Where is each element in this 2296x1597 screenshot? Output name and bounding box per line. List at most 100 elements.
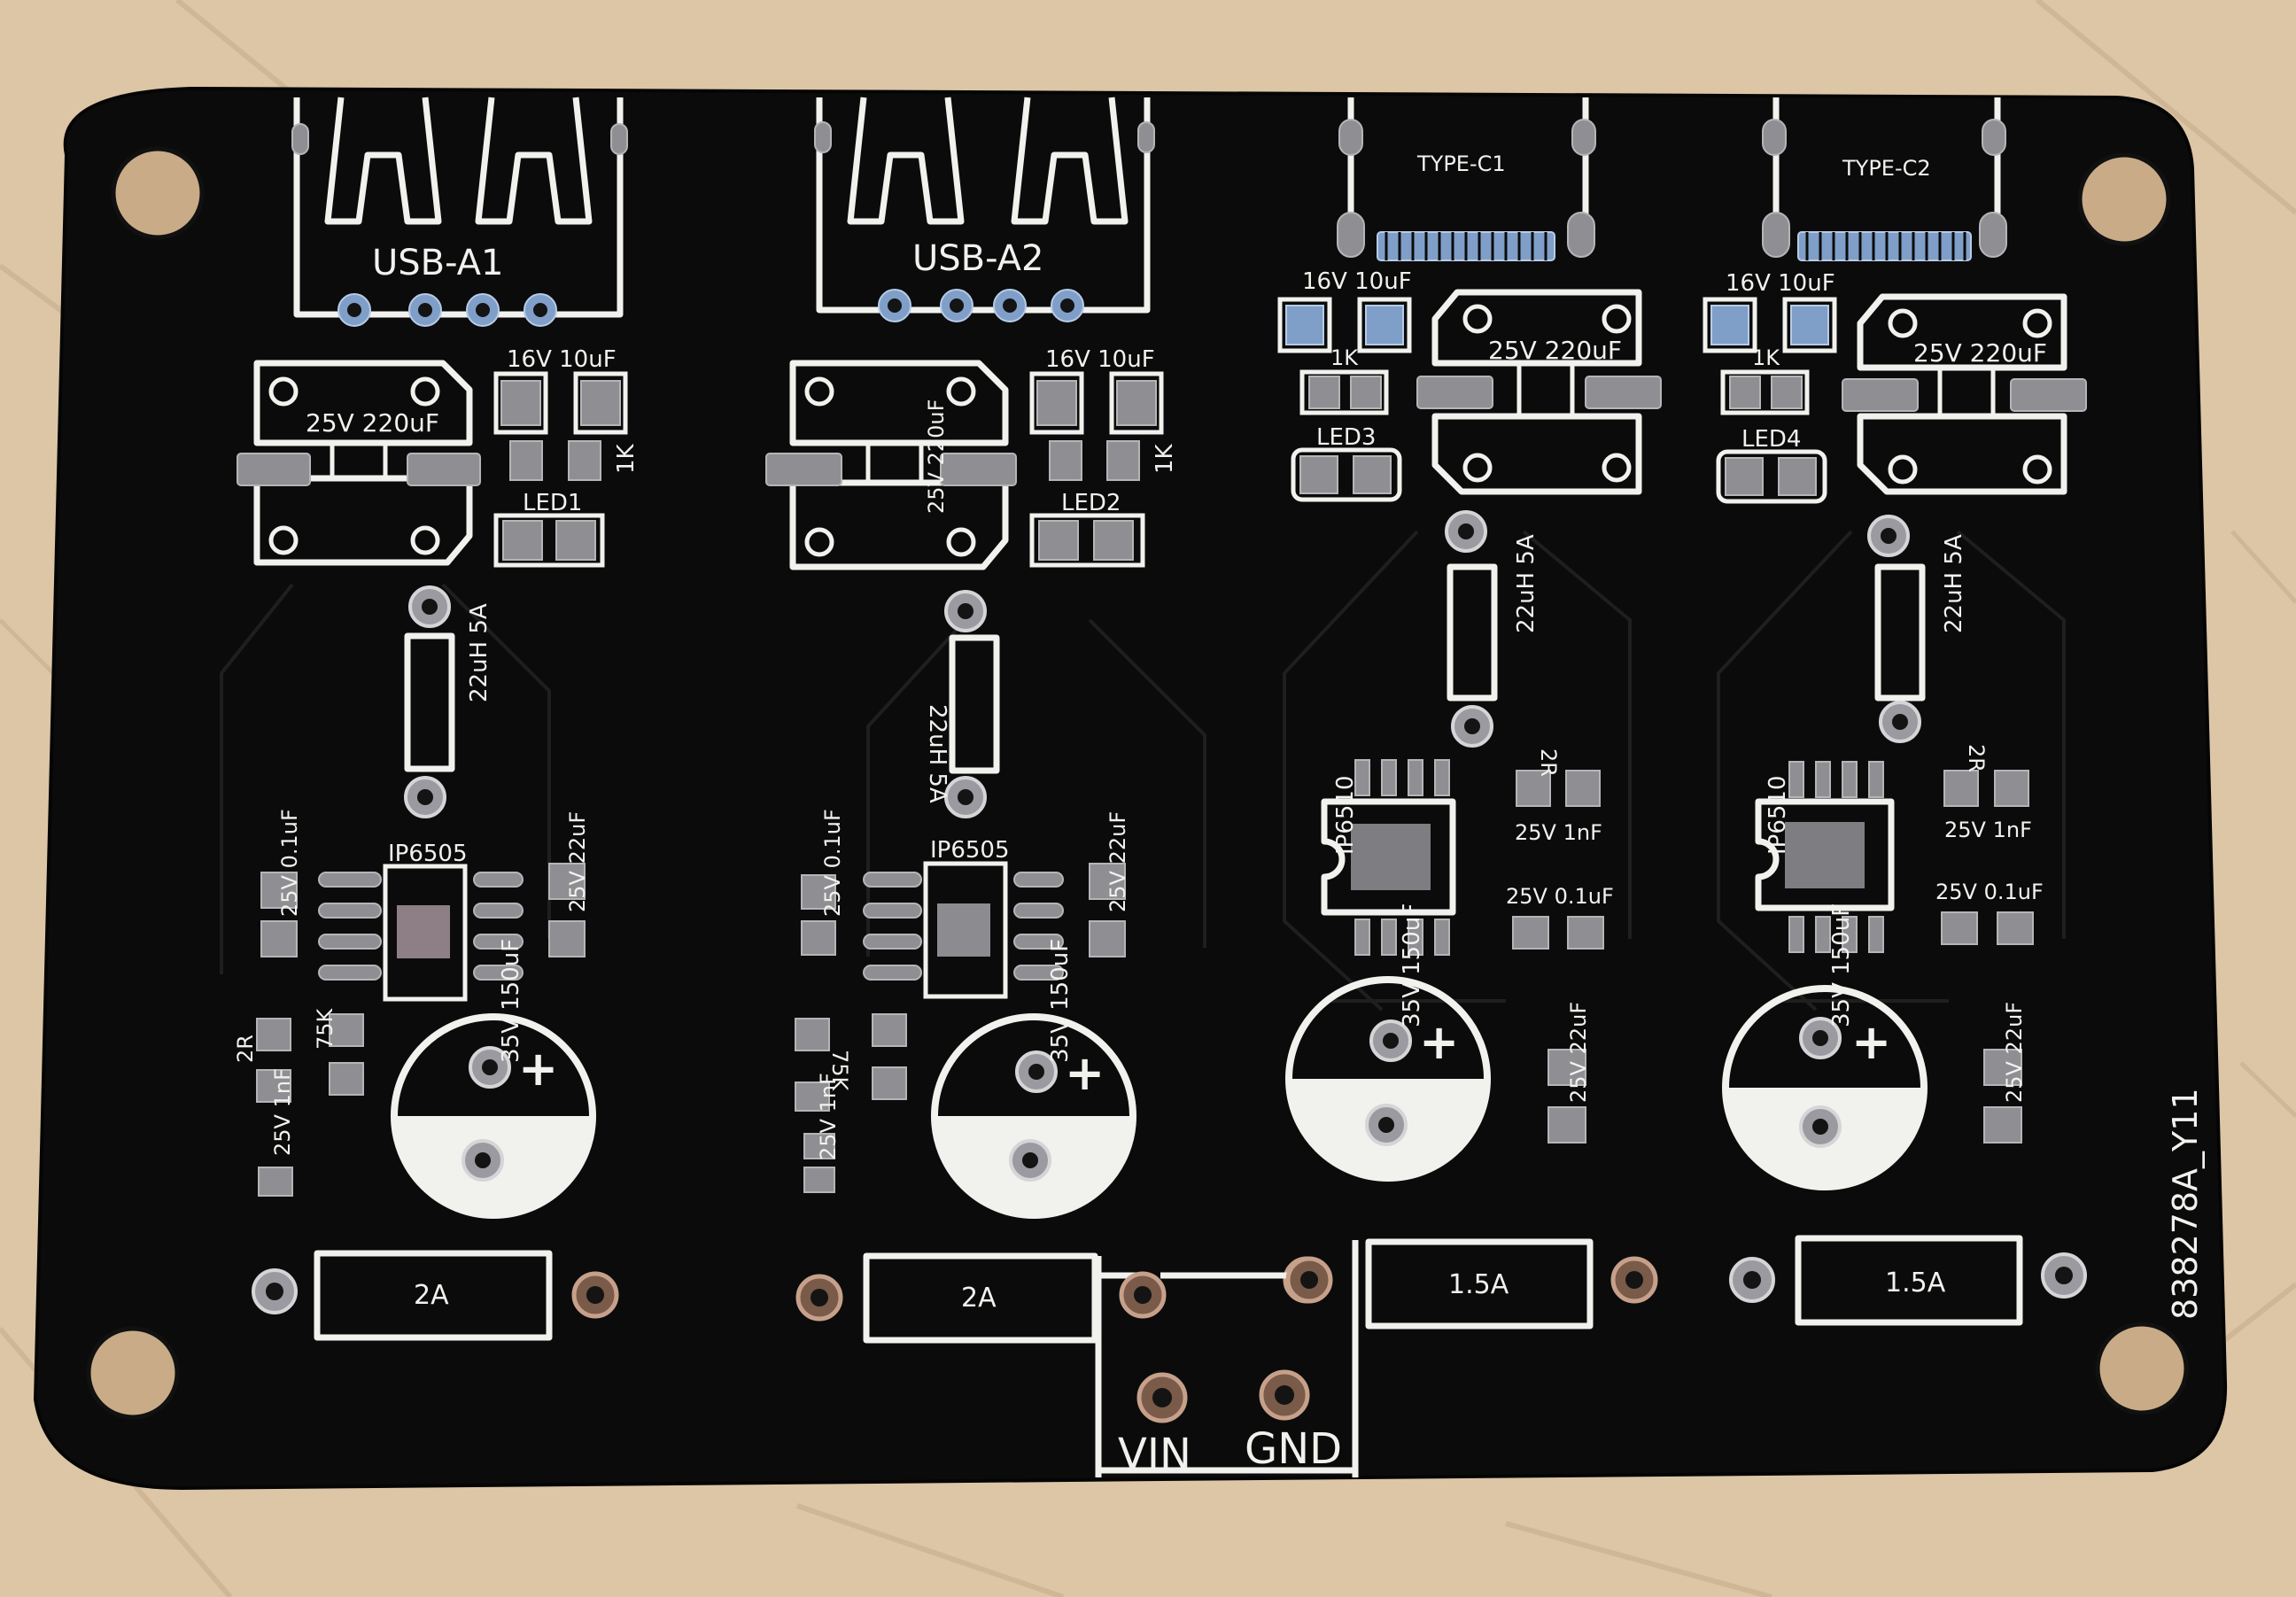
mounting-hole-bottom-left <box>86 1326 180 1420</box>
led1-label: LED1 <box>523 490 582 516</box>
cap-220uf-2-label: 25V 220uF <box>924 399 949 514</box>
type-c2-connector: TYPE-C2 <box>1762 97 2007 261</box>
inductor-1-label: 22uH 5A <box>466 603 493 702</box>
cap-0.1uf-4: 25V 0.1uF <box>1935 880 2044 945</box>
cap-10uf-2: 16V 10uF <box>1029 346 1164 435</box>
res-1k-4: 1K <box>1720 345 1810 415</box>
cap-1nf-2: 25V 1nF <box>803 1073 841 1193</box>
cap-1nf-3-label: 25V 1nF <box>1515 820 1602 845</box>
inductor-3-label: 22uH 5A <box>1513 534 1540 633</box>
ecap-4-plus: + <box>1851 1014 1891 1070</box>
cap-0.1uf-2: 25V 0.1uF <box>801 809 845 956</box>
cap-22uf-3-label: 25V 22uF <box>1566 1002 1591 1103</box>
type-c2-label: TYPE-C2 <box>1842 156 1931 181</box>
ecap-150uf-4: + 35V 150uF <box>1722 903 1928 1190</box>
type-c1-section: TYPE-C1 16V 10uF 1K LED3 <box>1277 97 1662 1330</box>
type-c1-connector: TYPE-C1 <box>1337 97 1596 261</box>
cap-1nf-4-label: 25V 1nF <box>1944 818 2032 842</box>
usb-a1-section: USB-A1 25V 220uF 16V 10uF 1K <box>233 97 640 1341</box>
cap-220uf-1-label: 25V 220uF <box>306 408 439 438</box>
cap-0.1uf-1-label: 25V 0.1uF <box>277 809 302 917</box>
cap-0.1uf-1: 25V 0.1uF <box>260 809 302 957</box>
fuse-2a-1-label: 2A <box>414 1280 449 1311</box>
type-c2-section: TYPE-C2 16V 10uF 1K LED4 <box>1703 97 2087 1326</box>
cap-22uf-1-label: 25V 22uF <box>565 811 590 912</box>
ecap-3-label: 35V 150uF <box>1399 903 1425 1027</box>
led3-label: LED3 <box>1316 424 1376 451</box>
board-id-label: 838278A_Y11 <box>2166 1088 2205 1320</box>
fuse-1.5a-2-label: 1.5A <box>1885 1268 1946 1299</box>
res-2r-4: 2R <box>1943 744 2029 807</box>
ic-ip6510-1-label: IP6510 <box>1332 775 1359 855</box>
fuse-2a-2-label: 2A <box>961 1283 997 1314</box>
usb-a2-connector: USB-A2 <box>814 97 1155 322</box>
cap-0.1uf-3: 25V 0.1uF <box>1506 884 1614 950</box>
ecap-4-label: 35V 150uF <box>1828 903 1855 1027</box>
cap-22uf-2-label: 25V 22uF <box>1105 811 1130 912</box>
cap-0.1uf-3-label: 25V 0.1uF <box>1506 884 1614 909</box>
res-2r-75k-2: 75K <box>795 1013 907 1112</box>
inductor-2: 22uH 5A <box>924 590 1000 818</box>
ecap-150uf-1: + 35V 150uF <box>391 939 596 1219</box>
res-1k-2: 1K <box>1049 440 1178 481</box>
fuse-2a-2: 2A <box>795 1252 1098 1344</box>
mounting-hole-top-left <box>111 146 205 240</box>
cap-22uf-1: 25V 22uF <box>548 811 590 957</box>
ecap-1-label: 35V 150uF <box>498 939 524 1063</box>
inductor-1: 22uH 5A <box>404 585 493 818</box>
cap-0.1uf-2-label: 25V 0.1uF <box>820 809 845 917</box>
vin-label: VIN <box>1118 1430 1191 1479</box>
ic-ip6505-1: IP6505 <box>318 841 524 1002</box>
led2-label: LED2 <box>1061 490 1121 516</box>
ecap-1-plus: + <box>518 1041 558 1097</box>
inductor-4-label: 22uH 5A <box>1941 534 1967 633</box>
cap-10uf-2-label: 16V 10uF <box>1045 346 1155 373</box>
type-c1-label: TYPE-C1 <box>1416 151 1506 176</box>
ecap-150uf-2: + 35V 150uF <box>931 939 1136 1219</box>
cap-1nf-2-label: 25V 1nF <box>816 1073 841 1160</box>
cap-1nf-3: 25V 1nF <box>1515 820 1602 845</box>
cap-220uf-1: 25V 220uF <box>237 360 481 566</box>
cap-10uf-4-label: 16V 10uF <box>1726 270 1835 297</box>
cap-10uf-3-label: 16V 10uF <box>1302 268 1412 295</box>
mounting-hole-bottom-right <box>2095 1322 2189 1415</box>
cap-220uf-3: 25V 220uF <box>1416 289 1662 495</box>
cap-10uf-1: 16V 10uF <box>493 346 628 435</box>
ic-ip6505-2: IP6505 <box>863 837 1064 999</box>
res-75k-2-label: 75K <box>827 1050 852 1092</box>
res-75k-1-label: 75K <box>313 1007 337 1050</box>
copper-traces <box>220 530 2066 1012</box>
inductor-4: 22uH 5A <box>1867 515 1967 743</box>
usb-a1-connector: USB-A1 <box>291 97 628 327</box>
cap-1nf-4: 25V 1nF <box>1944 818 2032 842</box>
cap-22uf-4: 25V 22uF <box>1983 1002 2027 1143</box>
cap-220uf-3-label: 25V 220uF <box>1488 336 1622 365</box>
res-1k-3-label: 1K <box>1330 345 1359 370</box>
cap-220uf-4: 25V 220uF <box>1842 293 2087 495</box>
res-2r-3-label: 2R <box>1536 748 1561 777</box>
led4: LED4 <box>1716 426 1827 504</box>
res-1k-3: 1K <box>1299 345 1389 415</box>
res-1k-1-label: 1K <box>613 443 640 474</box>
ic-ip6505-2-label: IP6505 <box>930 837 1010 864</box>
ecap-2-label: 35V 150uF <box>1047 939 1074 1063</box>
ic-ip6510-1: IP6510 <box>1321 759 1456 956</box>
led4-label: LED4 <box>1741 426 1801 453</box>
ic-ip6510-2-label: IP6510 <box>1765 775 1791 855</box>
cap-22uf-2: 25V 22uF <box>1089 811 1130 957</box>
cap-10uf-4: 16V 10uF <box>1703 270 1837 353</box>
fuse-2a-1: 2A <box>252 1250 619 1341</box>
led2: LED2 <box>1029 490 1145 568</box>
res-2r-3: 2R <box>1516 748 1601 807</box>
usb-a2-label: USB-A2 <box>912 238 1043 279</box>
ic-ip6510-2: IP6510 <box>1755 761 1895 953</box>
cap-0.1uf-4-label: 25V 0.1uF <box>1935 880 2044 904</box>
cap-10uf-1-label: 16V 10uF <box>507 346 617 373</box>
fuse-1.5a-2: 1.5A <box>1729 1235 2087 1326</box>
usb-a2-section: USB-A2 25V 220uF 16V 10uF 1K <box>765 97 1178 1344</box>
ecap-150uf-3: + 35V 150uF <box>1285 903 1491 1182</box>
cap-1nf-1-label: 25V 1nF <box>270 1068 295 1156</box>
res-2r-4-label: 2R <box>1964 744 1989 772</box>
mounting-hole-top-right <box>2077 152 2171 246</box>
